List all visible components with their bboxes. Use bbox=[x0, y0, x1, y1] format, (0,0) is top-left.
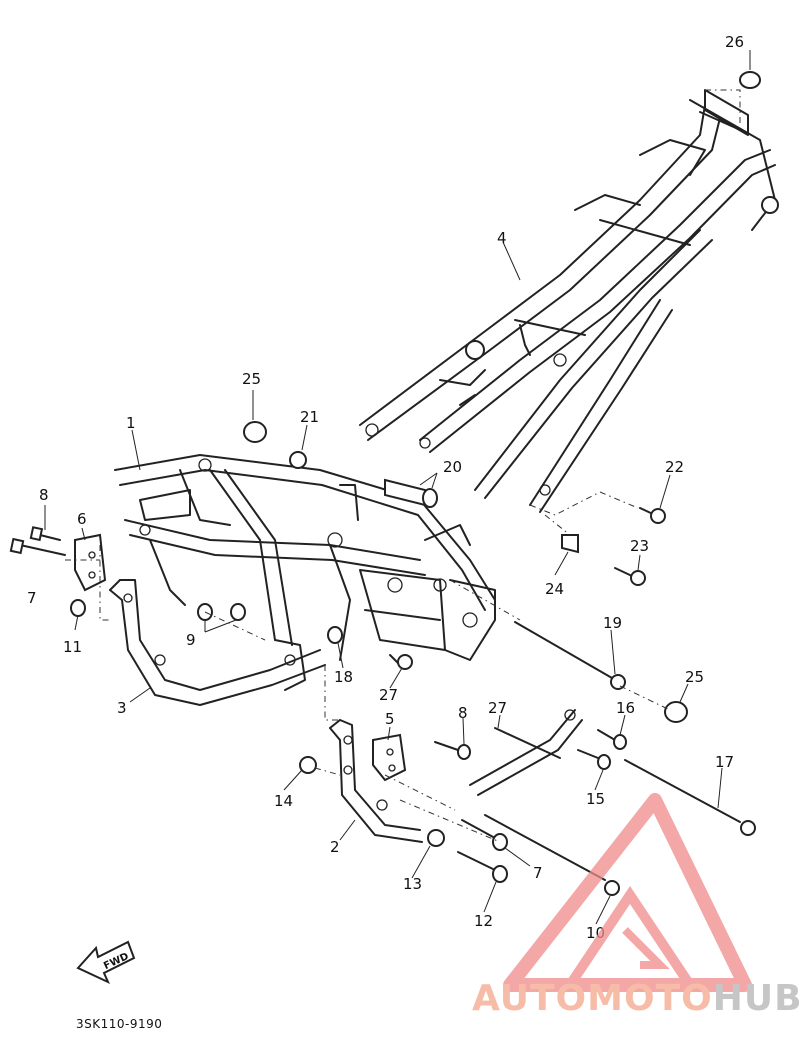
assembly-lines bbox=[65, 89, 741, 843]
callout-5: 5 bbox=[385, 710, 395, 728]
callout-7-upper: 7 bbox=[27, 589, 37, 607]
callout-8-lower: 8 bbox=[458, 704, 468, 722]
rear-frame bbox=[359, 89, 779, 513]
callout-24: 24 bbox=[545, 580, 564, 598]
callout-25-lower: 25 bbox=[685, 668, 704, 686]
callout-3: 3 bbox=[117, 699, 127, 717]
downtube-left bbox=[109, 579, 326, 706]
diagram-code: 3SK110-9190 bbox=[76, 1017, 162, 1031]
main-frame bbox=[114, 454, 496, 661]
callout-7-lower: 7 bbox=[533, 864, 543, 882]
callout-14: 14 bbox=[274, 792, 293, 810]
callout-27-upper: 27 bbox=[379, 686, 398, 704]
watermark-text: AUTOMOTOHUB bbox=[472, 978, 800, 1019]
hardware bbox=[9, 71, 761, 896]
callout-22: 22 bbox=[665, 458, 684, 476]
callout-18: 18 bbox=[334, 668, 353, 686]
callout-25-upper: 25 bbox=[242, 370, 261, 388]
callouts: 1 2 3 4 5 6 7 7 8 8 9 10 11 12 13 14 15 … bbox=[27, 33, 744, 942]
callout-27-lower: 27 bbox=[488, 699, 507, 717]
callout-20: 20 bbox=[443, 458, 462, 476]
callout-16: 16 bbox=[616, 699, 635, 717]
watermark-text-hub: HUB bbox=[713, 978, 800, 1019]
watermark: AUTOMOTOHUB bbox=[472, 793, 800, 1019]
callout-15: 15 bbox=[586, 790, 605, 808]
callout-4: 4 bbox=[497, 229, 507, 247]
automotohub-logo-icon bbox=[503, 793, 752, 992]
forward-arrow-icon: FWD bbox=[76, 940, 136, 985]
callout-13: 13 bbox=[403, 875, 422, 893]
callout-8-upper: 8 bbox=[39, 486, 49, 504]
callout-19: 19 bbox=[603, 614, 622, 632]
callout-26: 26 bbox=[725, 33, 744, 51]
downtube-right bbox=[329, 719, 423, 843]
leader-lines bbox=[44, 50, 751, 925]
callout-9: 9 bbox=[186, 631, 196, 649]
callout-6: 6 bbox=[77, 510, 87, 528]
watermark-text-automoto: AUTOMOTO bbox=[472, 978, 713, 1019]
callout-23: 23 bbox=[630, 537, 649, 555]
callout-21: 21 bbox=[300, 408, 319, 426]
callout-12: 12 bbox=[474, 912, 493, 930]
callout-11: 11 bbox=[63, 638, 82, 656]
callout-2: 2 bbox=[330, 838, 340, 856]
callout-17: 17 bbox=[715, 753, 734, 771]
callout-1: 1 bbox=[126, 414, 136, 432]
